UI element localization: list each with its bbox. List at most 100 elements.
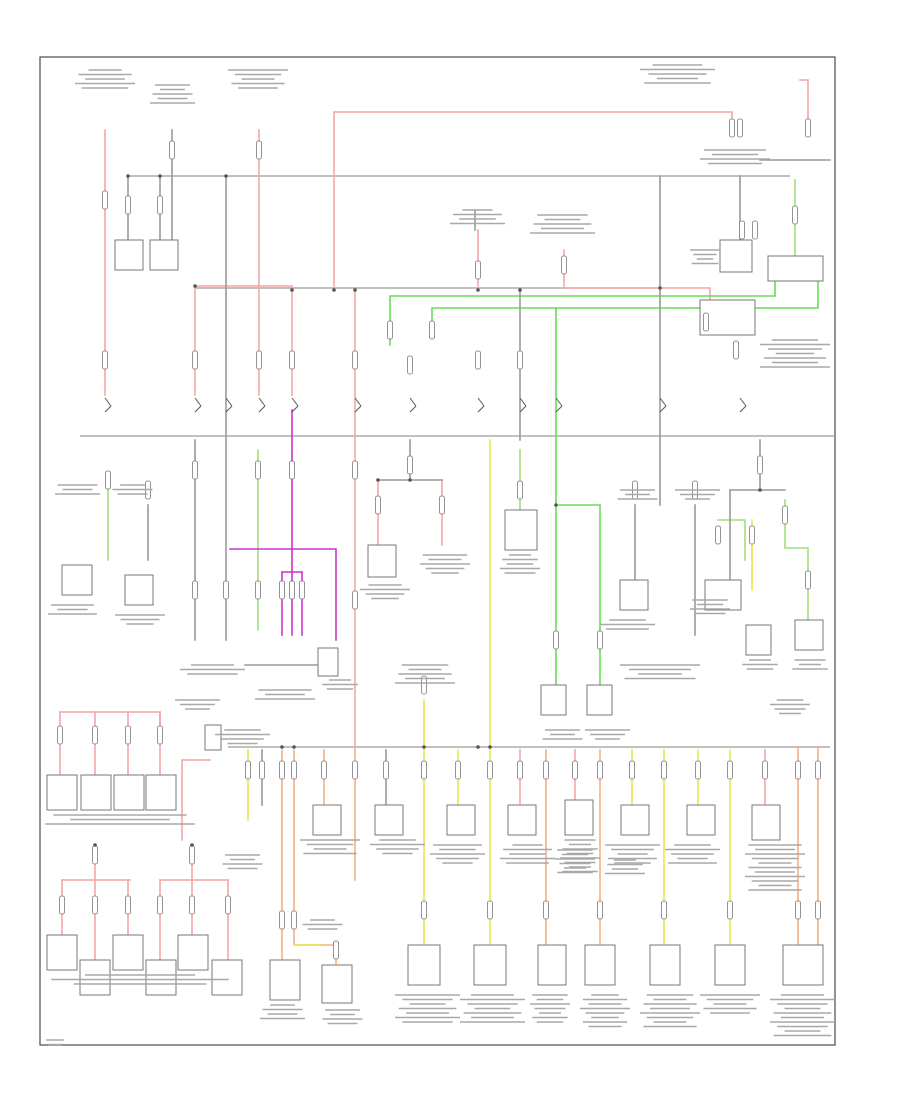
- connector-pin-33: [375, 495, 381, 515]
- connector-pin-2: [125, 195, 131, 215]
- connector-pin-86: [487, 900, 493, 920]
- connector-pin-70: [487, 760, 493, 780]
- relay-control-upper: [389, 269, 776, 346]
- connector-pin-23: [703, 312, 709, 332]
- label-block-44: [460, 994, 525, 1023]
- connector-pin-16: [561, 255, 567, 275]
- splice-node-14: [408, 478, 412, 482]
- component-bottom-4: [473, 944, 507, 986]
- label-block-11: [112, 484, 153, 495]
- component-relay-a: [114, 239, 144, 271]
- connector-pin-46: [279, 580, 285, 600]
- label-block-36: [500, 844, 555, 864]
- connector-pin-72: [543, 760, 549, 780]
- label-block-53: [585, 729, 630, 740]
- fuse-8: [477, 397, 485, 413]
- connector-pin-61: [245, 760, 251, 780]
- connector-pin-91: [795, 900, 801, 920]
- label-block-43: [395, 994, 460, 1023]
- aux-green: [784, 499, 809, 621]
- label-block-16: [500, 554, 540, 574]
- splice-node-1: [126, 174, 130, 178]
- connector-pin-44: [192, 580, 198, 600]
- connector-pin-10: [352, 350, 358, 370]
- connector-pin-9: [289, 350, 295, 370]
- component-module-right-4: [794, 619, 824, 651]
- connector-pin-31: [105, 470, 111, 490]
- component-module-left-2: [124, 574, 154, 606]
- component-bottom-5: [537, 944, 567, 986]
- component-lower-5: [564, 799, 594, 836]
- component-bottom-8: [714, 944, 746, 986]
- connector-pin-38: [757, 455, 763, 475]
- label-block-31: [51, 974, 229, 985]
- connector-pin-64: [291, 760, 297, 780]
- splice-node-9: [280, 745, 284, 749]
- connector-pin-13: [475, 260, 481, 280]
- connector-pin-47: [289, 580, 295, 600]
- connector-pin-66: [352, 760, 358, 780]
- connector-pin-59: [189, 895, 195, 915]
- connector-pin-96: [352, 590, 358, 610]
- label-block-22: [792, 659, 828, 670]
- label-block-10: [55, 484, 100, 495]
- label-block-41: [260, 1004, 305, 1020]
- connector-pin-71: [517, 760, 523, 780]
- splice-node-18: [193, 284, 197, 288]
- fuse-2: [194, 397, 202, 413]
- connector-pin-43: [223, 580, 229, 600]
- connector-pin-76: [661, 760, 667, 780]
- label-block-30: [45, 814, 195, 825]
- connector-pin-41: [782, 505, 788, 525]
- connector-pin-85: [421, 900, 427, 920]
- component-module-left: [61, 564, 93, 596]
- component-bottom-1: [269, 959, 301, 1001]
- component-lower-4: [507, 804, 537, 836]
- splice-node-2: [158, 174, 162, 178]
- component-relay-b: [149, 239, 179, 271]
- label-block-52: [542, 729, 583, 740]
- label-block-39: [665, 844, 720, 864]
- connector-pin-54: [189, 845, 195, 865]
- fuse-11: [659, 397, 667, 413]
- label-block-9: [760, 339, 830, 368]
- splice-node-8: [332, 288, 336, 292]
- connector-pin-48: [299, 580, 305, 600]
- connector-pin-25: [407, 355, 413, 375]
- connector-pin-15: [517, 350, 523, 370]
- connector-pin-3: [157, 195, 163, 215]
- label-block-18: [675, 489, 720, 500]
- label-block-28: [175, 699, 220, 710]
- label-block-32: [222, 854, 263, 870]
- label-block-19: [600, 619, 655, 630]
- connector-pin-42: [805, 570, 811, 590]
- connector-pin-40: [749, 525, 755, 545]
- battery-feed-far-right: [799, 79, 809, 131]
- battery-feed-top-right: [333, 111, 733, 291]
- label-block-26: [322, 679, 358, 690]
- label-block-4: [640, 64, 715, 84]
- component-coil-4: [145, 774, 177, 811]
- green-wires: [107, 179, 819, 686]
- connector-pin-81: [815, 760, 821, 780]
- aux-green-2: [717, 519, 746, 561]
- label-block-42: [322, 1009, 363, 1025]
- connector-pin-82: [279, 910, 285, 930]
- connector-pin-39: [715, 525, 721, 545]
- connector-pin-20: [792, 205, 798, 225]
- label-block-51: [605, 859, 645, 875]
- label-block-35: [430, 844, 485, 864]
- splice-node-4: [353, 288, 357, 292]
- splice-node-3: [224, 174, 228, 178]
- connector-pin-84: [333, 940, 339, 960]
- splice-node-19: [658, 286, 662, 290]
- connector-pin-74: [597, 760, 603, 780]
- label-block-20: [690, 599, 730, 615]
- connector-pin-26: [407, 455, 413, 475]
- relay-box-feed: [194, 285, 293, 396]
- connector-pin-29: [255, 460, 261, 480]
- right-center-feed: [563, 249, 711, 321]
- connector-pin-65: [321, 760, 327, 780]
- connector-pin-90: [727, 900, 733, 920]
- connector-pins: [57, 118, 821, 960]
